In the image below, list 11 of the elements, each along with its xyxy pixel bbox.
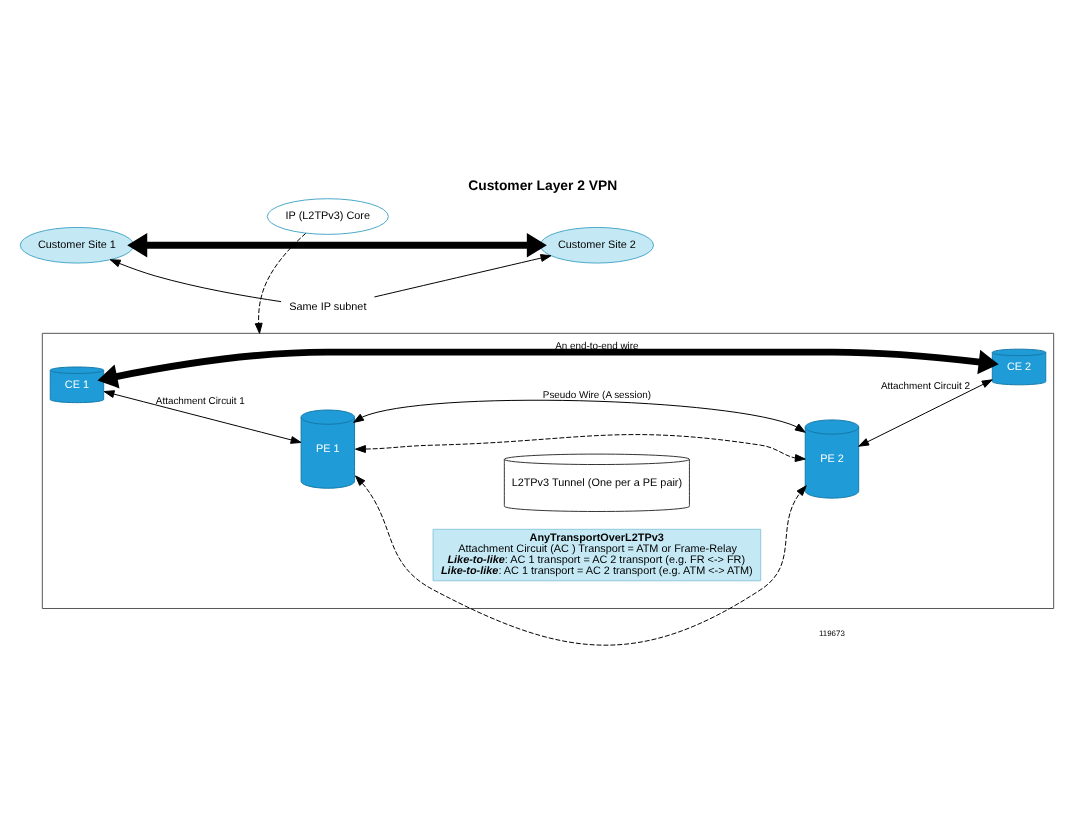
arrow <box>254 232 307 334</box>
arrow <box>355 434 806 462</box>
arrow <box>103 390 302 444</box>
arrow <box>373 254 552 298</box>
arrow <box>97 348 999 389</box>
arrow <box>858 379 993 447</box>
cluster <box>41 332 1055 609</box>
arrow <box>355 475 807 646</box>
arrow <box>353 399 806 433</box>
arrow <box>109 259 282 303</box>
arrow <box>127 233 547 258</box>
